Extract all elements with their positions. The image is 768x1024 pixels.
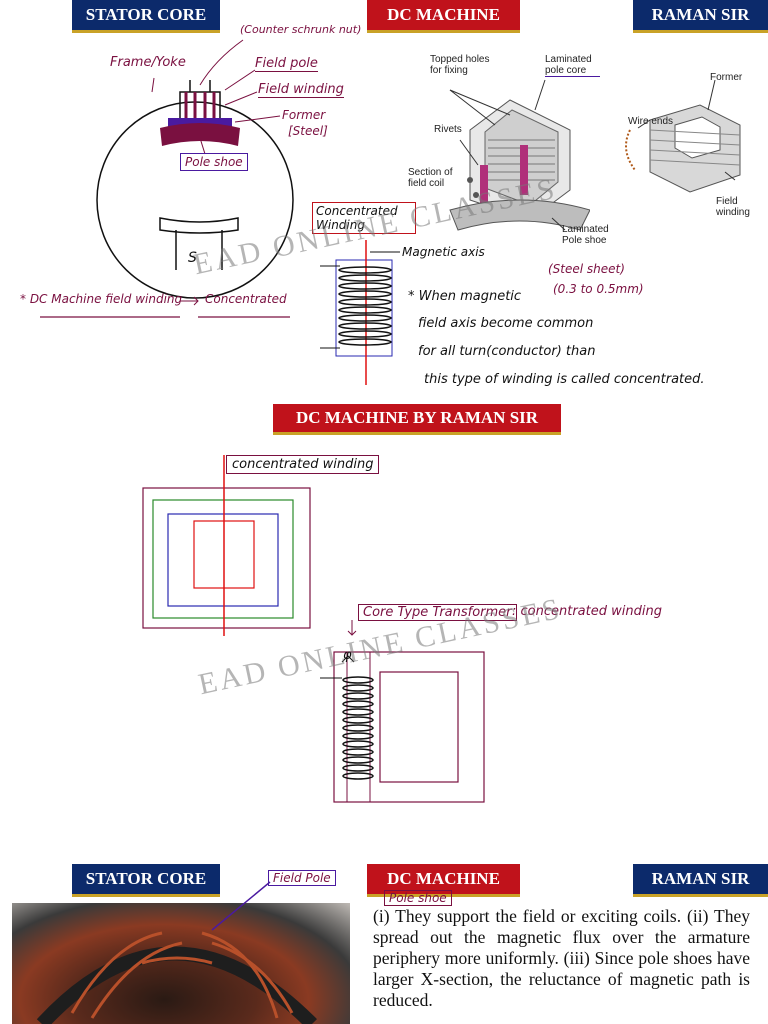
field-winding-note: * DC Machine field winding xyxy=(20,292,182,306)
pole-shoe-paragraph: (i) They support the field or exciting c… xyxy=(373,906,750,1011)
pole-shoe-bottom-label: Pole shoe xyxy=(384,890,452,906)
field-winding-type: Concentrated xyxy=(205,292,287,306)
thickness-label: (0.3 to 0.5mm) xyxy=(553,282,644,296)
field-pole-photo-label: Field Pole xyxy=(268,870,336,886)
field-pole-pointer xyxy=(200,880,280,940)
steel-sheet-label: (Steel sheet) xyxy=(548,262,625,276)
counter-nut-label: (Counter schrunk nut) xyxy=(240,24,370,36)
concentrated-note-line4: this type of winding is called concentra… xyxy=(424,372,705,387)
banner-dc-machine: DC MACHINE BY RAMAN SIR xyxy=(273,404,561,435)
former-fig-label: Former xyxy=(710,72,742,83)
header-stator-core-bottom: STATOR CORE xyxy=(72,864,220,897)
header-stator-core: STATOR CORE xyxy=(72,0,220,33)
header-raman-sir: RAMAN SIR xyxy=(633,0,768,33)
header-raman-sir-bottom: RAMAN SIR xyxy=(633,864,768,897)
concentrated-note-line1: * When magnetic xyxy=(408,289,521,304)
laminated-pole-shoe-label: Laminated Pole shoe xyxy=(562,224,612,246)
field-pole-label: Field pole xyxy=(255,56,318,72)
nested-coils-diagram xyxy=(140,450,315,640)
laminated-pole-core-label: Laminated pole core xyxy=(545,54,600,77)
wire-ends-label: Wire ends xyxy=(628,116,673,127)
concentrated-note-line3: for all turn(conductor) than xyxy=(418,344,595,359)
former-label: Former xyxy=(282,108,325,122)
former-figure xyxy=(620,80,768,210)
pole-shoe-shape xyxy=(160,123,240,146)
field-winding-label: Field winding xyxy=(258,82,344,98)
section-field-coil-label: Section of field coil xyxy=(408,167,460,189)
rivets-label: Rivets xyxy=(434,124,462,135)
field-winding-fig-label: Field winding xyxy=(716,196,756,218)
concentrated-note-line2: field axis become common xyxy=(418,316,593,331)
topped-holes-label: Topped holes for fixing xyxy=(430,54,500,76)
frame-yoke-label: Frame/Yoke xyxy=(110,55,186,70)
magnetic-axis-label: Magnetic axis xyxy=(402,245,485,259)
stator-photo xyxy=(12,903,350,1024)
former-steel-label: [Steel] xyxy=(288,124,328,138)
header-dc-machine: DC MACHINE xyxy=(367,0,520,33)
pole-shoe-label: Pole shoe xyxy=(180,153,248,171)
